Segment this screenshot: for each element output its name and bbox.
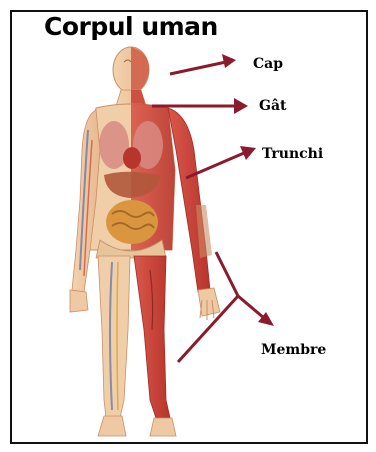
label-neck: Gât (259, 98, 287, 114)
left-leg-shape (98, 256, 130, 436)
arrow-to-limbs (178, 252, 274, 362)
torso-shape (86, 104, 175, 258)
arrow-to-head (170, 54, 236, 74)
label-head: Cap (253, 56, 283, 72)
label-limbs: Membre (261, 342, 326, 358)
head-shape (113, 47, 149, 93)
arrow-to-trunk (186, 146, 256, 178)
label-trunk: Trunchi (262, 146, 323, 162)
right-leg-shape (134, 256, 176, 436)
right-arm-shape (168, 108, 220, 320)
